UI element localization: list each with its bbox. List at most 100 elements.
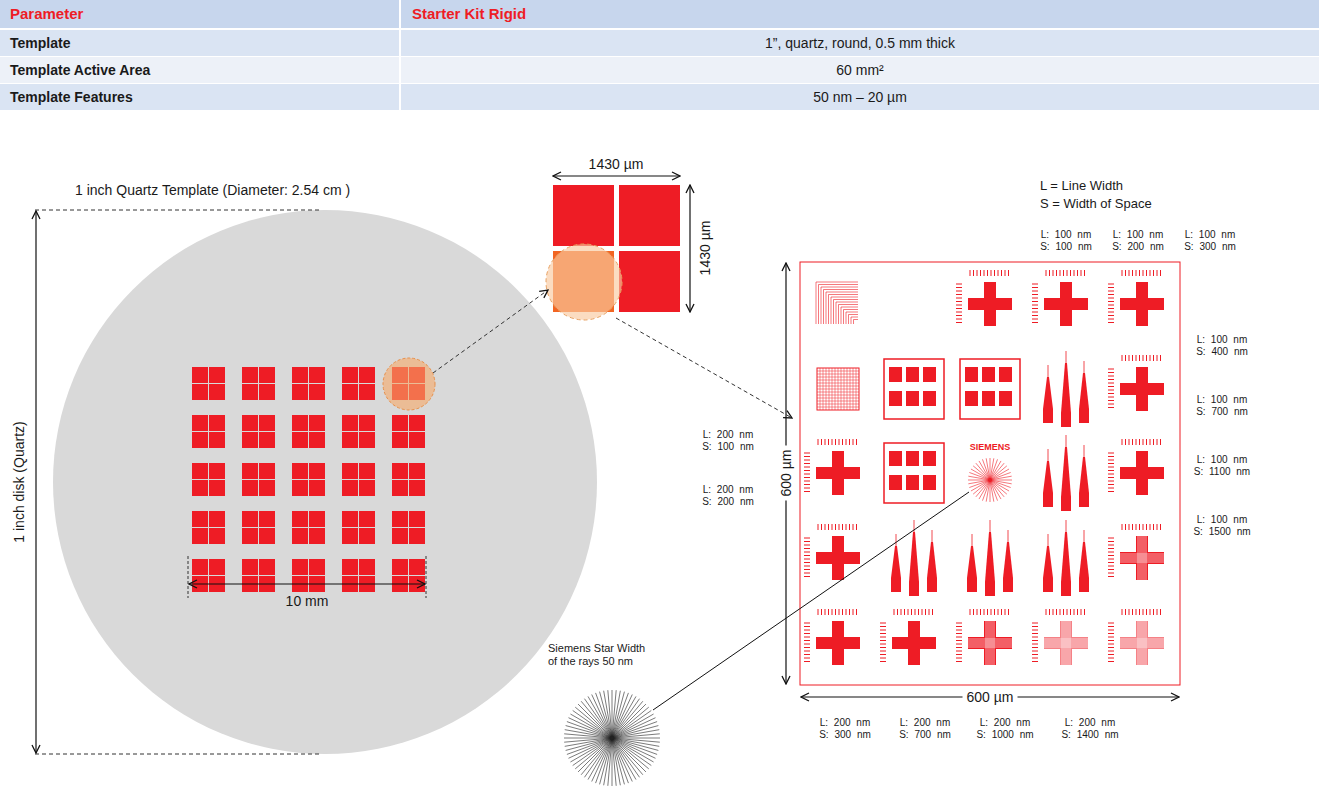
line-space-label: L: 100 nm S: 100 nm — [1040, 229, 1092, 252]
mim-pad — [965, 367, 978, 382]
grating-tick — [821, 524, 822, 530]
cross-bar — [984, 282, 996, 326]
tapered-line-tip — [932, 530, 933, 542]
die-square — [292, 463, 308, 479]
grating-tick — [804, 474, 810, 475]
die-cluster — [192, 415, 225, 448]
grating-tick — [804, 637, 810, 638]
die-square — [392, 559, 408, 575]
nested-corner — [816, 282, 858, 324]
tapered-line — [1061, 447, 1071, 511]
grating-tick — [984, 270, 985, 276]
grating-tick — [1008, 270, 1009, 276]
grating-tick — [1136, 270, 1137, 276]
grating-tick — [1143, 524, 1144, 530]
grating-tick — [956, 287, 962, 288]
grating-tick — [804, 470, 810, 471]
grating-tick — [1108, 284, 1114, 285]
grating-tick — [1108, 312, 1114, 313]
nested-corner — [836, 302, 858, 324]
grating-tick — [880, 640, 886, 641]
die-square — [342, 511, 358, 527]
grating-tick — [901, 609, 902, 615]
tapered-line — [1079, 457, 1089, 507]
grating-tick — [980, 609, 981, 615]
dimension-label: 600 µm — [778, 446, 794, 501]
grating-tick — [825, 524, 826, 530]
dimension-arrow — [189, 583, 425, 584]
grating-tick — [1108, 651, 1114, 652]
mim-pad — [923, 367, 936, 382]
die-square — [309, 415, 325, 431]
die-square — [342, 384, 358, 400]
die-square — [192, 480, 208, 496]
die-square — [242, 559, 258, 575]
grating-tick — [904, 609, 905, 615]
die-field — [619, 251, 680, 312]
grating-tick — [1108, 552, 1114, 553]
star-ray — [612, 710, 651, 738]
die-square — [209, 415, 225, 431]
dimension-label: 600 µm — [963, 689, 1018, 705]
grating-tick — [956, 647, 962, 648]
star-ray — [608, 690, 612, 738]
grating-tick — [1005, 609, 1006, 615]
table-divider — [399, 0, 401, 110]
cross-mark — [1120, 282, 1164, 326]
grating-tick — [1125, 270, 1126, 276]
grating-tick — [853, 439, 854, 445]
grating-tick — [1146, 270, 1147, 276]
grating-tick — [825, 609, 826, 615]
line-space-label: L: 200 nm S: 100 nm — [702, 429, 754, 452]
die-cluster — [292, 415, 325, 448]
cross-stripe — [968, 645, 1012, 646]
die-square — [259, 559, 275, 575]
die-square — [342, 480, 358, 496]
tapered-line-tip — [1048, 365, 1049, 377]
grating-tick — [1108, 390, 1114, 391]
die-square — [192, 559, 208, 575]
die-cluster — [242, 559, 275, 592]
cross-stripe — [968, 647, 1012, 648]
grating-tick — [818, 609, 819, 615]
grating-tick — [1001, 609, 1002, 615]
die-square — [409, 511, 425, 527]
mim-pad — [923, 475, 936, 490]
grating-tick — [1108, 637, 1114, 638]
star-ray — [969, 480, 990, 488]
die-square — [359, 367, 375, 383]
die-square — [309, 511, 325, 527]
cross-bar — [1136, 451, 1148, 495]
die-square — [359, 463, 375, 479]
grating-tick — [1108, 291, 1114, 292]
die-cluster — [292, 463, 325, 496]
grating-tick — [973, 270, 974, 276]
grating-tick — [1108, 301, 1114, 302]
die-square — [392, 432, 408, 448]
die-square — [242, 480, 258, 496]
grating-tick — [1153, 609, 1154, 615]
mim-pad — [889, 451, 902, 466]
die-square — [192, 384, 208, 400]
star-center — [988, 478, 992, 482]
die-square — [309, 463, 325, 479]
grating-tick — [1032, 294, 1038, 295]
grating-tick — [1143, 439, 1144, 445]
cross-stripe — [1120, 647, 1164, 648]
grating-tick — [804, 545, 810, 546]
grating-tick — [1032, 305, 1038, 306]
grating-tick — [1056, 609, 1057, 615]
hatch-line — [817, 389, 859, 390]
star-ray — [584, 699, 612, 738]
grating-tick — [804, 651, 810, 652]
cross-mark — [968, 621, 1012, 665]
grating-tick — [1108, 661, 1114, 662]
grating-tick — [818, 524, 819, 530]
die-square — [192, 415, 208, 431]
cross-bar — [832, 621, 844, 665]
cross-mark — [1044, 282, 1088, 326]
grating-tick — [956, 633, 962, 634]
grating-tick — [911, 609, 912, 615]
grating-tick — [1122, 439, 1123, 445]
